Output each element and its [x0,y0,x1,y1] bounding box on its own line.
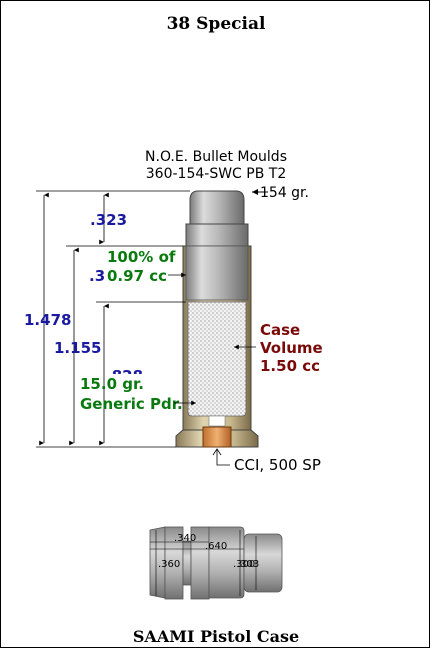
side-dim-top: .340 [174,533,196,544]
bullet-shoulder [185,223,249,247]
side-dim-body-a: .300 [233,559,255,570]
bullet-seated [185,245,249,301]
primer-leader-head [212,448,222,456]
dim-seating-label: .323 [90,211,127,229]
fill-volume: 0.97 cc [107,267,167,285]
bullet-side-view [149,526,283,600]
page-title: 38 Special [167,14,266,34]
dim-overall-label: 1.478 [24,311,71,329]
fill-percent: 100% of [107,248,176,266]
dim-powder-label: .828 [106,367,143,385]
powder-charge [187,301,247,417]
footer-title: SAAMI Pistol Case [133,627,299,646]
dim-case-label: 1.155 [54,339,101,357]
bullet-weight: 154 gr. [260,185,309,201]
powder-charge-label: 15.0 gr. [80,375,144,393]
primer-leader [216,450,230,466]
case-volume-label-2: Volume [260,339,323,357]
powder-type-label: Generic Pdr. [80,395,183,413]
bullet-model: 360-154-SWC PB T2 [146,166,286,182]
side-dim-body-b: .303 [237,559,259,570]
bullet-maker: N.O.E. Bullet Moulds [145,149,287,165]
primer [202,426,232,448]
side-dim-nose: .360 [158,559,180,570]
primer-label: CCI, 500 SP [234,456,321,474]
flash-hole [208,415,226,427]
side-dim-body: .640 [205,541,227,552]
case-volume-label-1: Case [260,321,300,339]
bullet-nose [189,190,245,226]
case-volume-value: 1.50 cc [260,357,320,375]
dim-partial-label: .3 [89,267,105,285]
